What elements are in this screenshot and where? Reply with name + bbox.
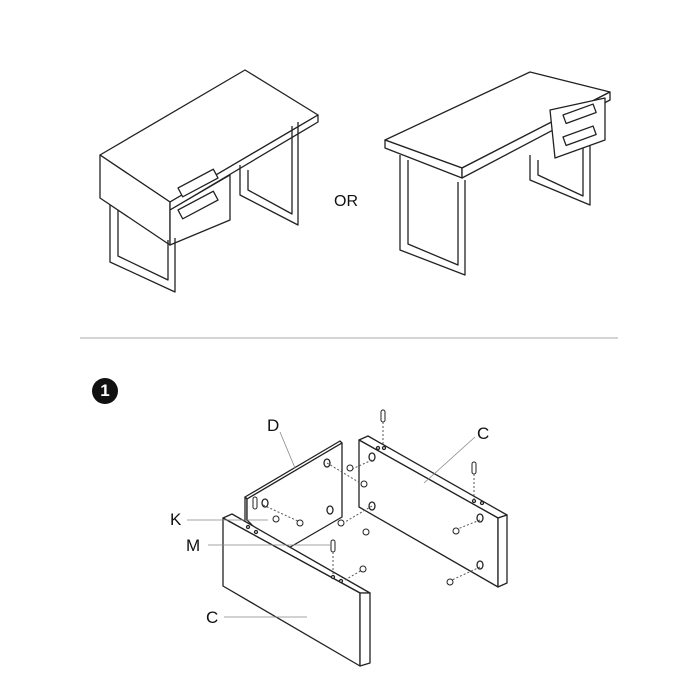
- label-part-k: K: [170, 510, 182, 529]
- dowel-m: [330, 539, 336, 553]
- dowel-m: [252, 496, 258, 510]
- label-panel-c-front: C: [206, 608, 219, 627]
- hardware-fittings: [252, 409, 481, 586]
- leader-lines: [187, 431, 476, 618]
- label-panel-c-back: C: [477, 424, 490, 443]
- dowel-m: [380, 409, 386, 423]
- label-panel-d: D: [267, 416, 280, 435]
- panel-d: [244, 440, 343, 554]
- step-number-badge: 1: [92, 378, 118, 404]
- desk-variant-left-drawers: [99, 69, 319, 293]
- or-separator-text: OR: [334, 193, 358, 210]
- dowel-m: [471, 461, 477, 475]
- desk-variant-right-drawers: [384, 71, 611, 276]
- label-part-m: M: [186, 536, 201, 555]
- panel-c-back: [358, 435, 508, 588]
